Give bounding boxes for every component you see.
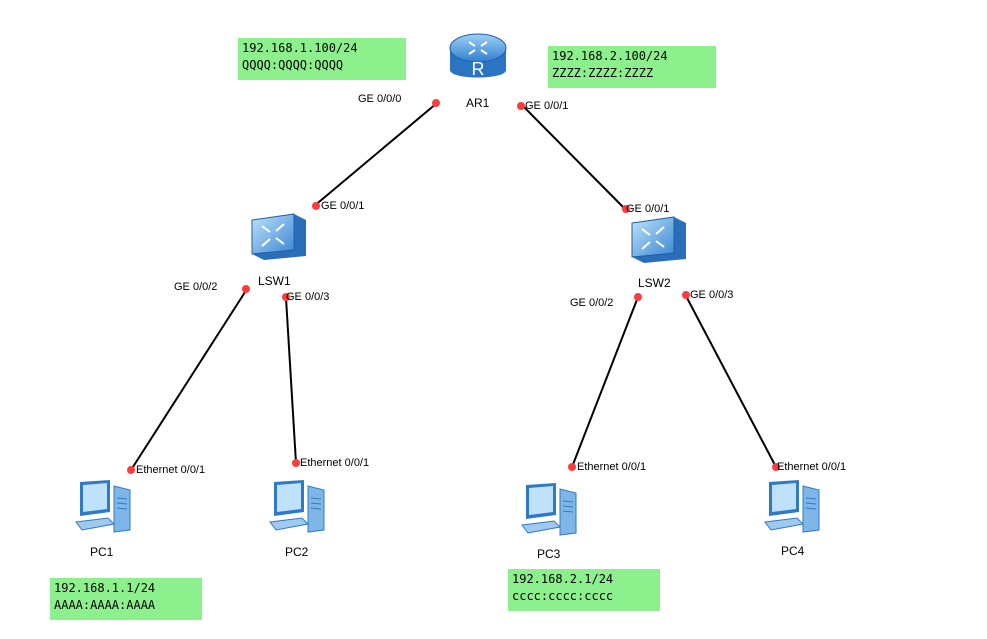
port-label: GE 0/0/3	[690, 289, 734, 301]
ip-note: 192.168.1.100/24 QQQQ:QQQQ:QQQQ	[238, 38, 406, 80]
port-dot	[242, 285, 250, 293]
pc-icon[interactable]	[268, 478, 334, 536]
port-dot	[517, 102, 525, 110]
port-label: GE 0/0/2	[174, 281, 218, 293]
pc-icon[interactable]	[763, 478, 829, 536]
ipv4-text: 192.168.2.100/24	[552, 49, 668, 63]
link-lsw2-pc3	[571, 296, 639, 468]
switch-name: LSW1	[258, 274, 291, 288]
switch-icon[interactable]	[630, 215, 688, 265]
ipv4-text: 192.168.1.1/24	[54, 581, 156, 595]
port-dot	[432, 99, 440, 107]
ipv4-text: 192.168.1.100/24	[242, 41, 358, 55]
link-lsw1-pc2	[285, 297, 297, 464]
ip-note: 192.168.2.100/24 ZZZZ:ZZZZ:ZZZZ	[548, 46, 716, 88]
port-dot	[634, 293, 642, 301]
port-dot	[622, 205, 630, 213]
port-label: Ethernet 0/0/1	[577, 461, 647, 473]
link-lsw2-pc4	[685, 295, 777, 468]
port-dot	[312, 202, 320, 210]
ipv6-text: ZZZZ:ZZZZ:ZZZZ	[552, 66, 654, 80]
port-label: GE 0/0/3	[286, 291, 330, 303]
pc-name: PC4	[781, 544, 805, 558]
port-label: Ethernet 0/0/1	[300, 457, 370, 469]
ip-note: 192.168.1.1/24 AAAA:AAAA:AAAA	[50, 578, 202, 620]
port-label: GE 0/0/1	[321, 200, 365, 212]
pc-name: PC3	[537, 547, 561, 561]
svg-text:R: R	[472, 59, 485, 79]
pc-icon[interactable]	[520, 481, 586, 539]
router-icon[interactable]: R	[447, 30, 509, 88]
switch-icon[interactable]	[250, 212, 308, 262]
ipv6-text: cccc:cccc:cccc	[512, 589, 614, 603]
link-ar1-lsw1	[312, 102, 438, 208]
pc-icon[interactable]	[74, 478, 140, 536]
port-label: Ethernet 0/0/1	[136, 464, 206, 476]
pc-name: PC1	[90, 545, 114, 559]
port-dot	[568, 463, 576, 471]
ipv6-text: AAAA:AAAA:AAAA	[54, 598, 156, 612]
link-lsw1-pc1	[130, 288, 248, 471]
port-dot	[292, 459, 300, 467]
port-label: GE 0/0/0	[358, 93, 402, 105]
ipv4-text: 192.168.2.1/24	[512, 572, 614, 586]
port-label: Ethernet 0/0/1	[777, 461, 847, 473]
link-ar1-lsw2	[519, 102, 627, 211]
router-name: AR1	[466, 96, 490, 110]
port-dot	[127, 466, 135, 474]
port-label: GE 0/0/1	[626, 203, 670, 215]
ipv6-text: QQQQ:QQQQ:QQQQ	[242, 58, 344, 72]
port-label: GE 0/0/2	[570, 297, 614, 309]
port-dot	[682, 291, 690, 299]
switch-name: LSW2	[638, 276, 671, 290]
port-dot	[772, 463, 780, 471]
ip-note: 192.168.2.1/24 cccc:cccc:cccc	[508, 569, 660, 611]
port-dot	[282, 293, 290, 301]
pc-name: PC2	[285, 545, 309, 559]
port-label: GE 0/0/1	[525, 100, 569, 112]
